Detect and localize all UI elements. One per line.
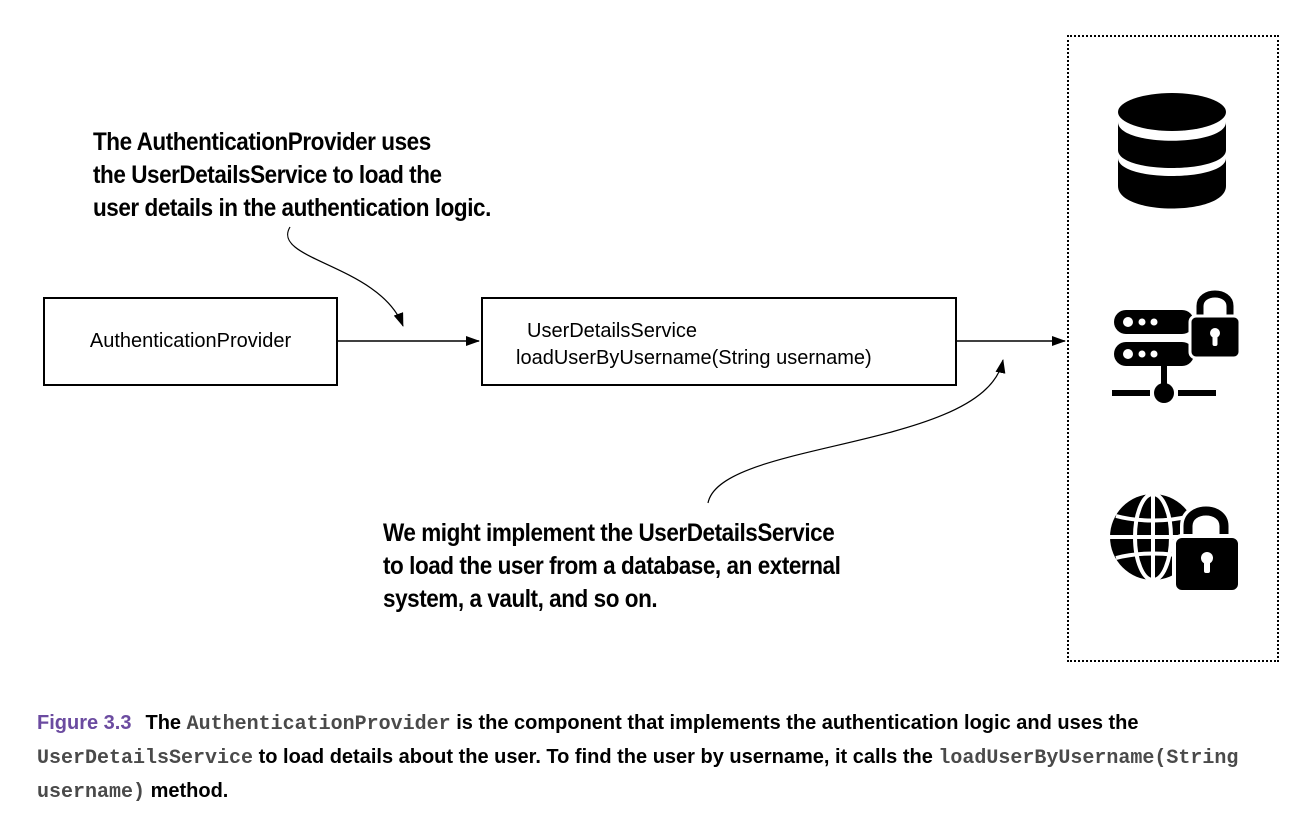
bottom-annotation-pointer xyxy=(707,359,1006,504)
bottom-annotation-line: system, a vault, and so on. xyxy=(383,585,658,613)
load-user-method-label: loadUserByUsername(String username) xyxy=(516,347,872,369)
authentication-provider-box: AuthenticationProvider xyxy=(43,297,338,386)
top-annotation-line: the UserDetailsService to load the xyxy=(93,161,442,189)
top-annotation: The AuthenticationProvider uses the User… xyxy=(93,126,491,225)
top-annotation-line: The AuthenticationProvider uses xyxy=(93,128,431,156)
caption-text: method. xyxy=(145,780,229,802)
storage-options-box xyxy=(1067,35,1279,662)
caption-text: The xyxy=(145,712,187,734)
caption-text: to load details about the user. To find … xyxy=(253,746,939,768)
user-details-service-name: UserDetailsService xyxy=(527,320,698,342)
bottom-annotation-line: We might implement the UserDetailsServic… xyxy=(383,519,835,547)
top-annotation-line: user details in the authentication logic… xyxy=(93,194,491,222)
server-lock-icon xyxy=(1112,290,1242,403)
caption-code: loadUserByUsername(String username) xyxy=(37,747,1239,804)
globe-lock-icon xyxy=(1110,492,1242,594)
caption-code: UserDetailsService xyxy=(37,747,254,770)
figure-caption: Figure 3.3 The AuthenticationProvider is … xyxy=(37,707,1297,809)
authentication-provider-label: AuthenticationProvider xyxy=(89,330,292,352)
bottom-annotation-line: to load the user from a database, an ext… xyxy=(383,552,841,580)
user-details-service-box: UserDetailsService loadUserByUsername(St… xyxy=(481,297,957,386)
database-icon xyxy=(1118,93,1226,209)
top-annotation-pointer xyxy=(287,226,404,327)
caption-text: is the component that implements the aut… xyxy=(450,712,1139,734)
caption-code: AuthenticationProvider xyxy=(186,713,451,736)
figure-label: Figure 3.3 xyxy=(37,712,132,734)
bottom-annotation: We might implement the UserDetailsServic… xyxy=(383,517,841,616)
